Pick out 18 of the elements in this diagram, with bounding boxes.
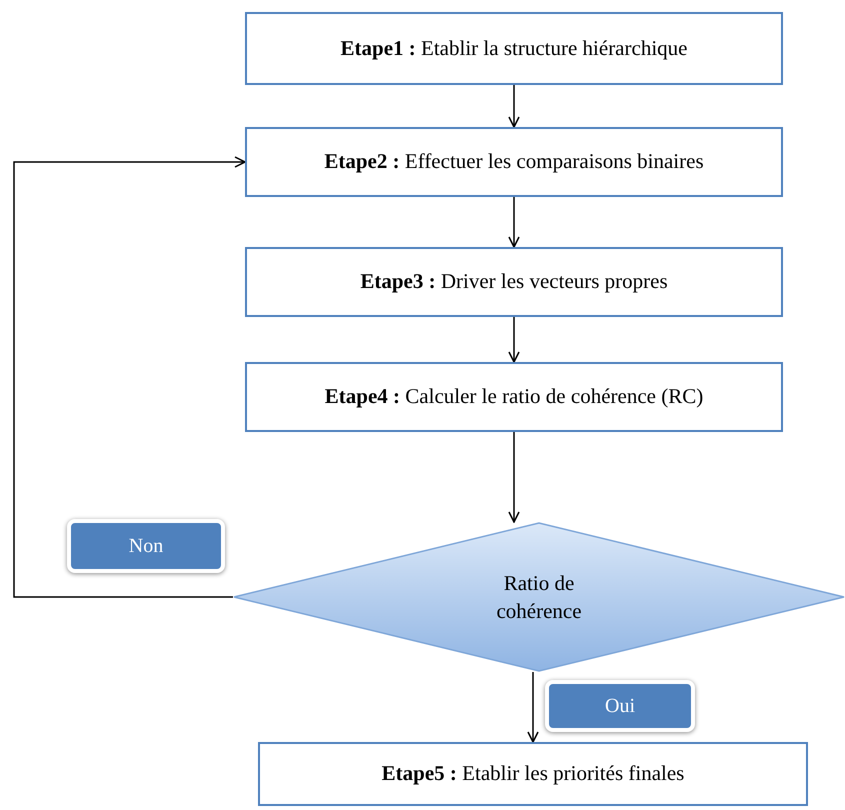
step-text: Etape4 : Calculer le ratio de cohérence (RC) — [324, 383, 704, 410]
arrow — [508, 432, 520, 523]
arrow — [508, 197, 520, 248]
arrow — [13, 156, 246, 598]
arrow — [508, 85, 520, 128]
process-box — [245, 12, 783, 85]
process-box — [245, 247, 783, 317]
arrow — [527, 672, 539, 743]
step-text: Etape5 : Etablir les priorités finales — [382, 760, 684, 788]
step-text: Etape3 : Driver les vecteurs propres — [360, 268, 668, 296]
process-box — [258, 742, 808, 806]
step-text: Etape2 : Effectuer les comparaisons binaires — [324, 148, 704, 176]
decision-text: Ratio de cohérence — [495, 570, 583, 625]
process-box — [245, 127, 783, 197]
arrow — [508, 317, 520, 363]
step-text: Etape1 : Etablir la structure hiérarchique — [340, 34, 688, 62]
process-box — [245, 362, 783, 432]
decision-diamond — [233, 522, 845, 672]
